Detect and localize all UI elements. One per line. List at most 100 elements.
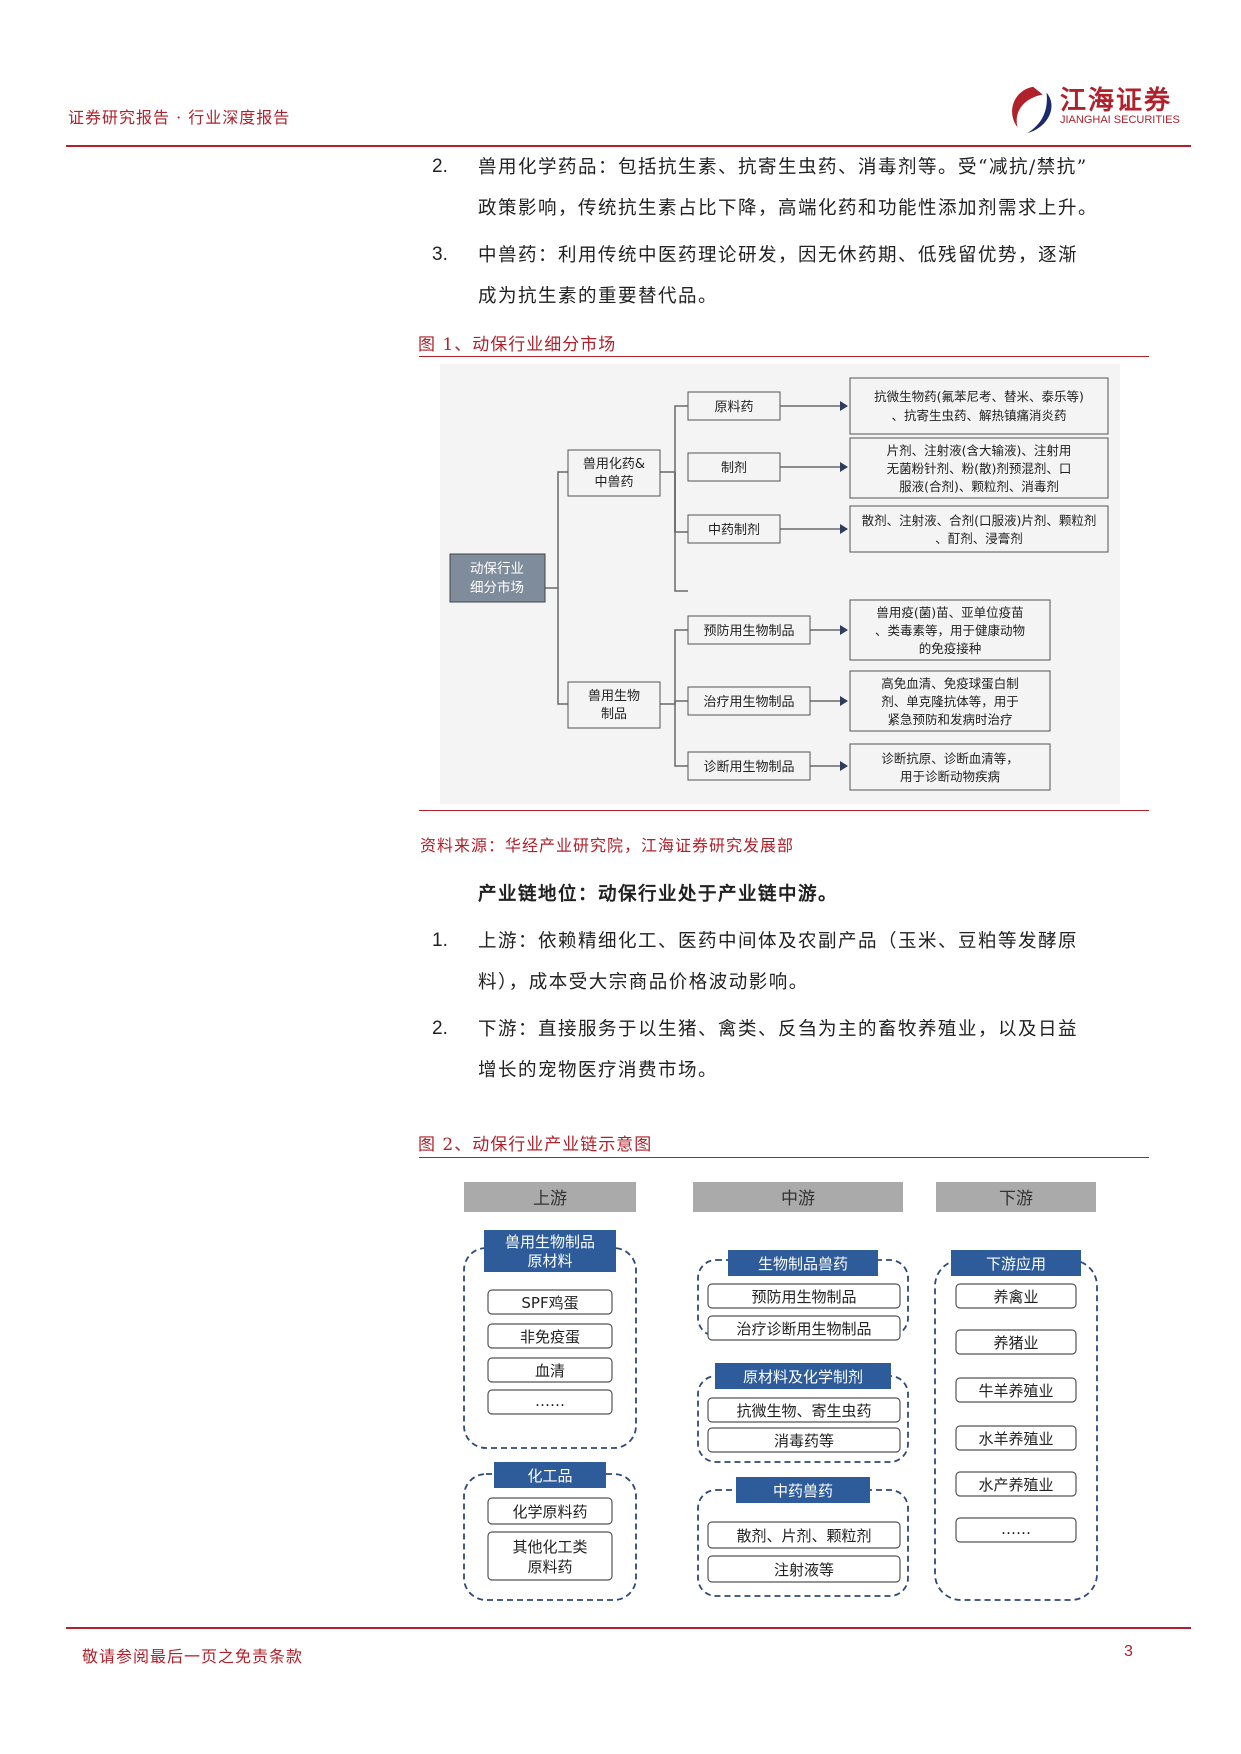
figure1-title: 图 1、动保行业细分市场 xyxy=(418,335,617,355)
paragraph-line: 成为抗生素的重要替代品。 xyxy=(478,286,719,307)
item-box xyxy=(487,1357,613,1383)
item-box xyxy=(487,1323,613,1349)
column-header-box xyxy=(693,1182,903,1212)
item-label: 水产养殖业 xyxy=(978,1476,1053,1494)
item-label: SPF鸡蛋 xyxy=(521,1294,578,1312)
column-header-label: 中游 xyxy=(781,1189,815,1209)
desc-text: 紧急预防和发病时治疗 xyxy=(887,712,1012,727)
desc-text: 的免疫接种 xyxy=(919,641,982,656)
item-label: 散剂、片剂、颗粒剂 xyxy=(736,1527,871,1545)
column-header-label: 上游 xyxy=(533,1189,567,1209)
item-label: 预防用生物制品 xyxy=(751,1288,856,1306)
item-box xyxy=(955,1425,1077,1451)
group-label: 原材料及化学制剂 xyxy=(743,1368,863,1386)
desc-box xyxy=(849,670,1051,732)
desc-text: 、酊剂、浸膏剂 xyxy=(935,531,1023,546)
group-label: 兽用生物制品 xyxy=(505,1233,595,1251)
item-label: 消毒药等 xyxy=(774,1432,834,1450)
company-logo-mark xyxy=(1012,86,1052,134)
paragraph-line: 兽用化学药品：包括抗生素、抗寄生虫药、消毒剂等。受“减抗/禁抗” xyxy=(478,157,1088,178)
child-label: 诊断用生物制品 xyxy=(703,760,794,775)
desc-box xyxy=(849,505,1109,553)
branch-label: 兽用生物 xyxy=(588,689,640,704)
child-node xyxy=(687,391,781,421)
item-label: 其他化工类 xyxy=(512,1538,587,1556)
group-label-box xyxy=(736,1477,870,1503)
branch-label: 兽用化药& xyxy=(583,457,645,472)
branch-node xyxy=(567,681,661,729)
group-label-box xyxy=(494,1462,606,1488)
item-box xyxy=(955,1377,1077,1403)
item-label: 水羊养殖业 xyxy=(978,1430,1053,1448)
child-node xyxy=(687,452,781,482)
figure1-tree-diagram: 动保行业 细分市场 兽用化药& 中兽药 兽用生物 制品 原料药 制剂 中药制剂 … xyxy=(440,364,1120,804)
section-heading: 产业链地位：动保行业处于产业链中游。 xyxy=(478,884,839,905)
figure2-top-divider xyxy=(419,1157,1149,1158)
desc-box xyxy=(849,743,1051,791)
list-number: 3. xyxy=(432,244,448,265)
desc-text: 无菌粉针剂、粉(散)剂预混剂、口 xyxy=(887,461,1072,476)
item-box xyxy=(487,1389,613,1415)
desc-text: 诊断抗原、诊断血清等， xyxy=(881,751,1019,766)
item-label: …… xyxy=(1001,1520,1031,1538)
column-header-box xyxy=(936,1182,1096,1212)
page-number: 3 xyxy=(1124,1643,1133,1660)
item-box xyxy=(707,1555,901,1583)
child-label: 中药制剂 xyxy=(708,523,760,538)
paragraph-line: 上游：依赖精细化工、医药中间体及农副产品（玉米、豆粕等发酵原 xyxy=(478,931,1079,952)
item-label: 牛羊养殖业 xyxy=(978,1382,1053,1400)
column-header-box xyxy=(464,1182,636,1212)
column-header-label: 下游 xyxy=(999,1189,1033,1209)
item-box xyxy=(707,1283,901,1309)
paragraph-line: 增长的宠物医疗消费市场。 xyxy=(478,1060,719,1081)
desc-text: 、抗寄生虫药、解热镇痛消炎药 xyxy=(891,408,1066,423)
desc-text: 高免血清、免疫球蛋白制 xyxy=(881,676,1019,691)
desc-text: 片剂、注射液(含大输液)、注射用 xyxy=(887,443,1072,458)
group-label: 原材料 xyxy=(527,1252,572,1270)
item-box xyxy=(955,1329,1077,1355)
child-label: 原料药 xyxy=(714,400,753,415)
paragraph-line: 料），成本受大宗商品价格波动影响。 xyxy=(478,972,809,993)
item-label: 化学原料药 xyxy=(512,1503,587,1521)
tree-root-node xyxy=(449,553,546,603)
figure1-source: 资料来源：华经产业研究院，江海证券研究发展部 xyxy=(420,836,795,855)
item-box xyxy=(707,1521,901,1549)
item-label: 养猪业 xyxy=(993,1334,1038,1352)
item-label: 治疗诊断用生物制品 xyxy=(736,1320,871,1338)
desc-text: 剂、单克隆抗体等，用于 xyxy=(881,694,1019,709)
item-label: 注射液等 xyxy=(774,1561,834,1579)
item-box xyxy=(707,1427,901,1453)
tree-root-label: 细分市场 xyxy=(470,579,524,596)
item-box xyxy=(487,1289,613,1315)
report-title: 证券研究报告 · 行业深度报告 xyxy=(68,108,291,127)
group-label-box xyxy=(951,1250,1081,1276)
figure1-top-divider xyxy=(419,356,1149,357)
desc-text: 用于诊断动物疾病 xyxy=(900,769,1000,784)
figure1-bottom-divider xyxy=(419,810,1149,811)
item-label: 非免疫蛋 xyxy=(520,1328,580,1346)
item-box xyxy=(487,1497,613,1525)
child-node xyxy=(687,686,811,716)
item-box xyxy=(487,1531,613,1581)
desc-box xyxy=(849,377,1109,435)
group-label: 下游应用 xyxy=(986,1255,1046,1273)
logo-chinese-name: 江海证券 xyxy=(1060,86,1173,116)
paragraph-line: 中兽药：利用传统中医药理论研发，因无休药期、低残留优势，逐渐 xyxy=(478,245,1079,266)
desc-box xyxy=(849,437,1109,499)
logo-english-name: JIANGHAI SECURITIES xyxy=(1060,114,1180,126)
item-box xyxy=(707,1397,901,1423)
figure2-title: 图 2、动保行业产业链示意图 xyxy=(418,1135,653,1155)
group-label-box xyxy=(715,1363,891,1389)
group-label-box xyxy=(728,1250,878,1276)
item-label: 抗微生物、寄生虫药 xyxy=(736,1402,871,1420)
item-box xyxy=(955,1283,1077,1309)
group-label: 化工品 xyxy=(527,1467,572,1485)
item-label: 原料药 xyxy=(527,1558,572,1576)
desc-text: 散剂、注射液、合剂(口服液)片剂、颗粒剂 xyxy=(862,513,1097,528)
desc-box xyxy=(849,599,1051,661)
footer-divider xyxy=(66,1627,1191,1629)
child-node xyxy=(687,514,781,544)
figure2-chain-diagram: 上游 中游 下游 兽用生物制品 原材料 化工品 生物制品兽药 原材料及化学制剂 … xyxy=(463,1182,1098,1601)
item-box xyxy=(707,1315,901,1341)
child-label: 预防用生物制品 xyxy=(703,623,794,639)
